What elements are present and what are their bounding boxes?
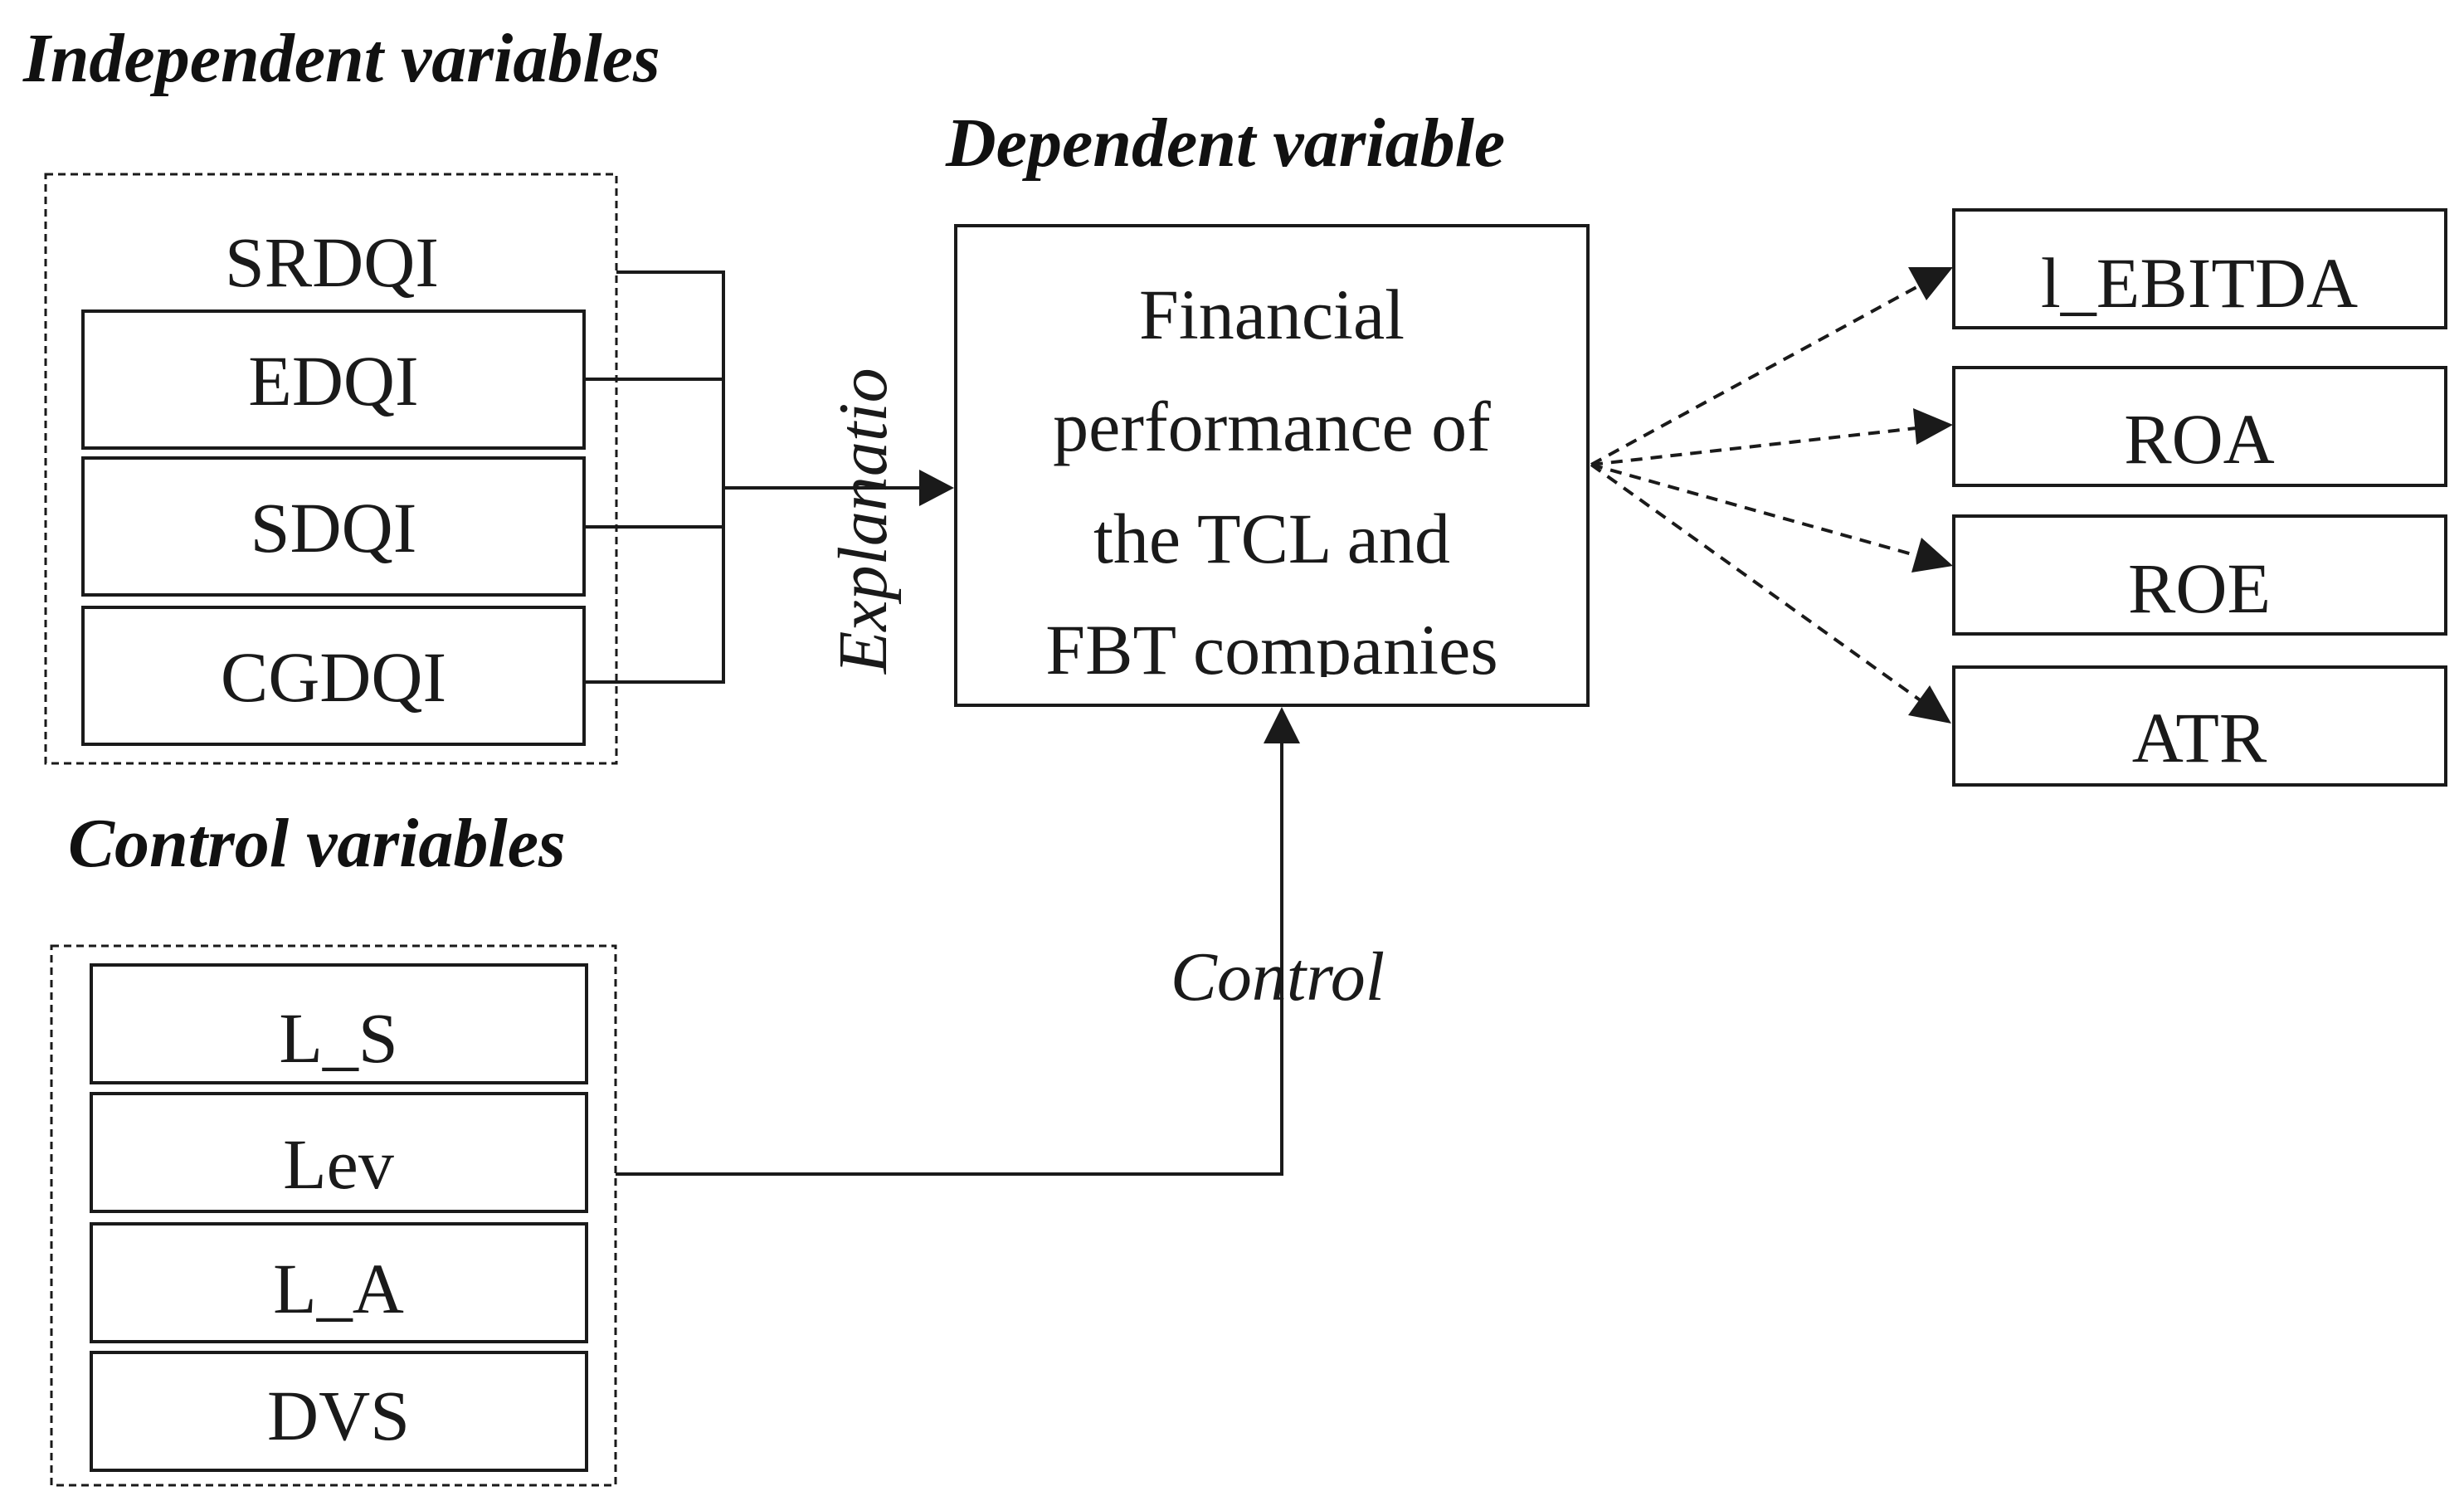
independent-group-border: [44, 173, 618, 765]
l-s-box: [90, 963, 588, 1084]
heading-control-variables: Control variables: [68, 805, 566, 882]
atr-label: ATR: [2132, 698, 2267, 777]
measure-arrows: [1590, 267, 1953, 724]
cgdqi-box: [81, 606, 586, 746]
arrow-to-l-ebitda: [1590, 285, 1919, 466]
sdqi-box: [81, 456, 586, 597]
roe-box: [1952, 514, 2447, 636]
edqi-label: EDQI: [248, 341, 418, 421]
heading-dependent-variable: Dependent variable: [945, 105, 1505, 182]
dependent-variable-box: [954, 224, 1590, 707]
heading-independent-variables: Independent variables: [22, 20, 660, 97]
explanation-edge-label: Explanatio: [825, 368, 902, 675]
independent-connectors: [584, 270, 954, 684]
edqi-box: [81, 309, 586, 450]
srdqi-label: SRDQI: [225, 222, 439, 302]
dvs-box: [90, 1351, 588, 1472]
atr-box: [1952, 665, 2447, 787]
l-a-label: L_A: [273, 1249, 404, 1328]
roa-label: ROA: [2124, 399, 2275, 479]
arrow-head-atr: [1908, 685, 1951, 724]
sdqi-label: SDQI: [251, 488, 417, 568]
lev-label: Lev: [283, 1124, 394, 1204]
dependent-line-1: Financial: [1139, 275, 1405, 354]
control-connector: [616, 707, 1300, 1176]
control-variables-group: L_S Lev L_A DVS: [50, 944, 617, 1487]
control-group-border: [50, 944, 617, 1487]
dvs-label: DVS: [267, 1376, 410, 1455]
arrow-head-l-ebitda: [1908, 267, 1953, 300]
l-a-box: [90, 1222, 588, 1343]
arrow-to-atr: [1590, 463, 1923, 703]
control-edge-label: Control: [1171, 938, 1385, 1016]
measures-group: l_EBITDA ROA ROE ATR: [1952, 208, 2447, 787]
dependent-clip-mask: [958, 677, 1585, 704]
lev-box: [90, 1092, 588, 1213]
independent-variables-group: SRDQI EDQI SDQI CGDQI: [44, 173, 618, 765]
arrow-head-roe: [1911, 538, 1953, 573]
dependent-line-2: performance of: [1053, 387, 1491, 466]
control-arrow-head: [1264, 707, 1300, 743]
arrow-head-roa: [1913, 408, 1953, 445]
roe-label: ROE: [2128, 548, 2271, 628]
explanation-arrow-head: [919, 470, 954, 506]
dependent-line-4: FBT companies: [1045, 610, 1497, 690]
arrow-to-roe: [1590, 463, 1919, 558]
roa-box: [1952, 366, 2447, 487]
l-ebitda-box: [1952, 208, 2447, 329]
dependent-line-3: the TCL and: [1093, 499, 1450, 578]
dependent-variable-group: Financial performance of the TCL and FBT…: [954, 224, 1590, 707]
l-s-label: L_S: [279, 998, 397, 1078]
arrow-to-roa: [1590, 426, 1917, 466]
cgdqi-label: CGDQI: [221, 637, 446, 717]
l-ebitda-label: l_EBITDA: [2041, 243, 2358, 323]
